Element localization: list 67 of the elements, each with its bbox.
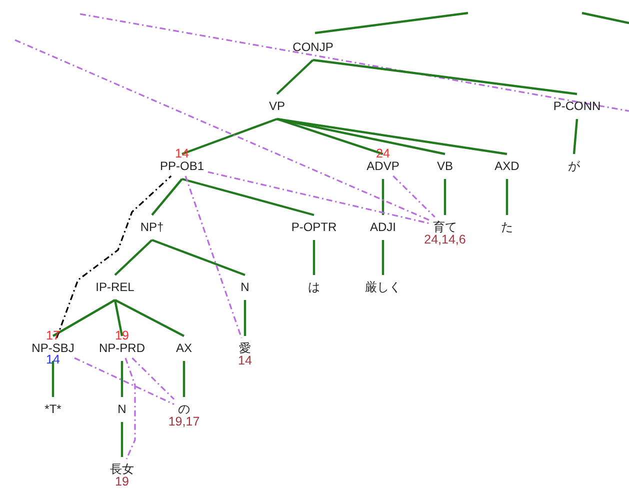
tree-branch [114,299,184,337]
category-label: AXD [492,158,522,174]
tree-branch [182,118,278,156]
index-label: 24,14,6 [424,234,466,246]
index-label: 19,17 [168,416,200,428]
word-label: 愛 [237,340,253,356]
coreference-line [56,175,172,338]
category-label: ADVP [364,158,402,174]
category-label: NP† [138,219,166,235]
category-label: IP-REL [94,279,136,295]
category-label: N [238,279,252,295]
index-label: 17 [46,330,60,342]
index-label: 14 [46,354,60,366]
tree-branch [120,422,124,457]
tree-branch [444,179,446,215]
category-label: NP-PRD [97,340,147,356]
category-label: VP [267,98,287,114]
category-label: VB [435,158,455,174]
word-label: た [499,219,515,235]
tree-branch [312,58,578,96]
tree-branch [52,299,116,337]
word-label: の [176,401,192,417]
tree-branch [312,240,316,275]
tree-branch [506,179,508,215]
index-label: 24 [376,148,390,160]
coreference-line [124,358,136,460]
tree-branch [244,300,246,336]
category-label: ADJI [368,219,398,235]
index-label: 19 [115,476,129,488]
word-label: が [566,158,582,174]
word-label: 厳しく [363,279,403,295]
coreference-line [208,171,430,224]
coreference-line [184,176,242,338]
tree-branch [182,178,314,216]
tree-branch [314,12,468,34]
category-label: P-OPTR [289,219,339,235]
tree-branch [151,178,183,216]
coreference-line [392,175,436,218]
coreference-line [132,357,175,400]
tree-branch [572,118,578,154]
tree-branch [276,59,314,95]
coreference-line [14,39,430,221]
tree-branch [382,179,384,215]
category-label: P-CONN [551,98,603,114]
tree-branch [114,300,124,336]
index-label: 19 [115,330,129,342]
word-label: 長女 [108,461,136,477]
tree-branch [182,361,186,397]
category-label: AX [174,340,194,356]
tree-branch [114,239,153,276]
index-label: 14 [238,354,252,368]
category-label: N [116,401,128,417]
tree-branch [382,240,384,275]
category-label: NP-SBJ [30,340,76,356]
tree-branch [152,238,246,276]
word-label: は [306,279,322,295]
tree-branch [276,118,384,156]
word-label: 育て [431,219,459,235]
category-label: PP-OB1 [158,158,206,174]
tree-branch [276,118,508,156]
tree-branch [52,361,54,397]
word-label: *T* [42,401,64,417]
coreference-line [74,357,174,406]
category-label: CONJP [290,39,336,55]
index-label: 14 [175,148,189,160]
tree-branch [120,361,124,397]
tree-branch [276,118,446,156]
